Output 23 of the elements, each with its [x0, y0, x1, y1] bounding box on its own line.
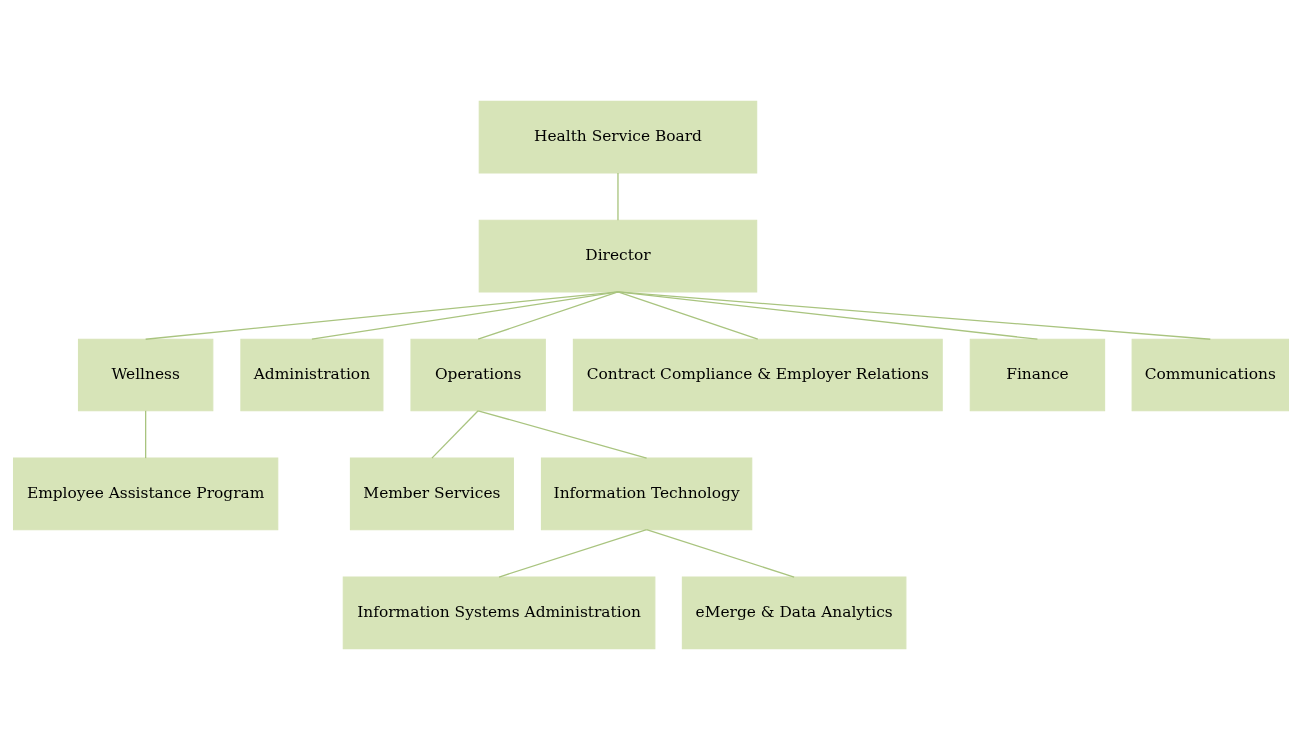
node-box: Administration: [240, 338, 384, 411]
connector: [477, 290, 619, 340]
connector: [145, 290, 619, 340]
node-box: eMerge & Data Analytics: [681, 576, 907, 649]
connector: [431, 409, 479, 459]
node-box: Health Service Board: [478, 100, 758, 173]
node-box: Wellness: [77, 338, 214, 411]
node-box: Director: [478, 219, 758, 292]
connector: [311, 290, 619, 340]
connector: [617, 171, 619, 221]
node-box: Contract Compliance & Employer Relations: [572, 338, 943, 411]
node-box: Finance: [969, 338, 1106, 411]
connector: [477, 409, 648, 459]
connector: [617, 290, 1211, 340]
connector: [498, 528, 648, 578]
node-box: Communications: [1131, 338, 1289, 411]
connector: [145, 409, 147, 459]
node-box: Information Systems Administration: [342, 576, 656, 649]
connector: [645, 528, 795, 578]
node-box: Employee Assistance Program: [12, 457, 279, 530]
node-box: Member Services: [349, 457, 514, 530]
node-box: Information Technology: [540, 457, 753, 530]
node-box: Operations: [410, 338, 546, 411]
